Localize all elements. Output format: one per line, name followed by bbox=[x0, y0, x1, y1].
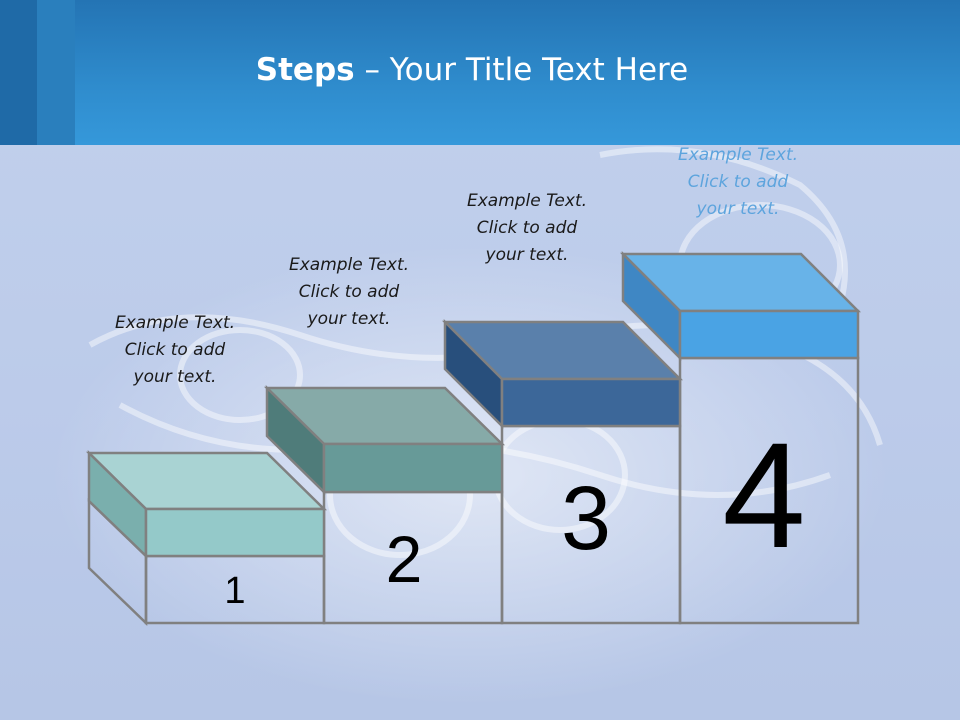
step-3-front bbox=[500, 377, 682, 428]
step-3-number[interactable]: 3 bbox=[560, 469, 612, 569]
step-2-number[interactable]: 2 bbox=[385, 522, 423, 596]
step-4-caption-text: Example Text. Click to add your text. bbox=[677, 145, 799, 219]
header-accent-strip bbox=[37, 0, 75, 145]
step-1-front bbox=[144, 507, 326, 558]
step-2-front bbox=[322, 442, 504, 494]
header-accent-strip bbox=[0, 0, 37, 145]
step-4-front bbox=[678, 309, 860, 360]
slide-title[interactable]: Steps – Your Title Text Here bbox=[0, 52, 944, 88]
step-2-caption-text: Example Text. Click to add your text. bbox=[288, 255, 410, 329]
step-4-caption[interactable]: Example Text. Click to add your text. bbox=[653, 142, 823, 223]
step-4-number[interactable]: 4 bbox=[722, 411, 806, 579]
title-bold: Steps bbox=[255, 52, 355, 88]
step-1-caption[interactable]: Example Text. Click to add your text. bbox=[90, 310, 260, 391]
step-1-caption-text: Example Text. Click to add your text. bbox=[114, 313, 236, 387]
step-1-number[interactable]: 1 bbox=[224, 570, 246, 612]
slide-header: Steps – Your Title Text Here bbox=[0, 0, 960, 145]
title-rest: – Your Title Text Here bbox=[354, 52, 689, 88]
step-3-caption-text: Example Text. Click to add your text. bbox=[466, 191, 588, 265]
step-3-caption[interactable]: Example Text. Click to add your text. bbox=[442, 188, 612, 269]
step-2-caption[interactable]: Example Text. Click to add your text. bbox=[264, 252, 434, 333]
